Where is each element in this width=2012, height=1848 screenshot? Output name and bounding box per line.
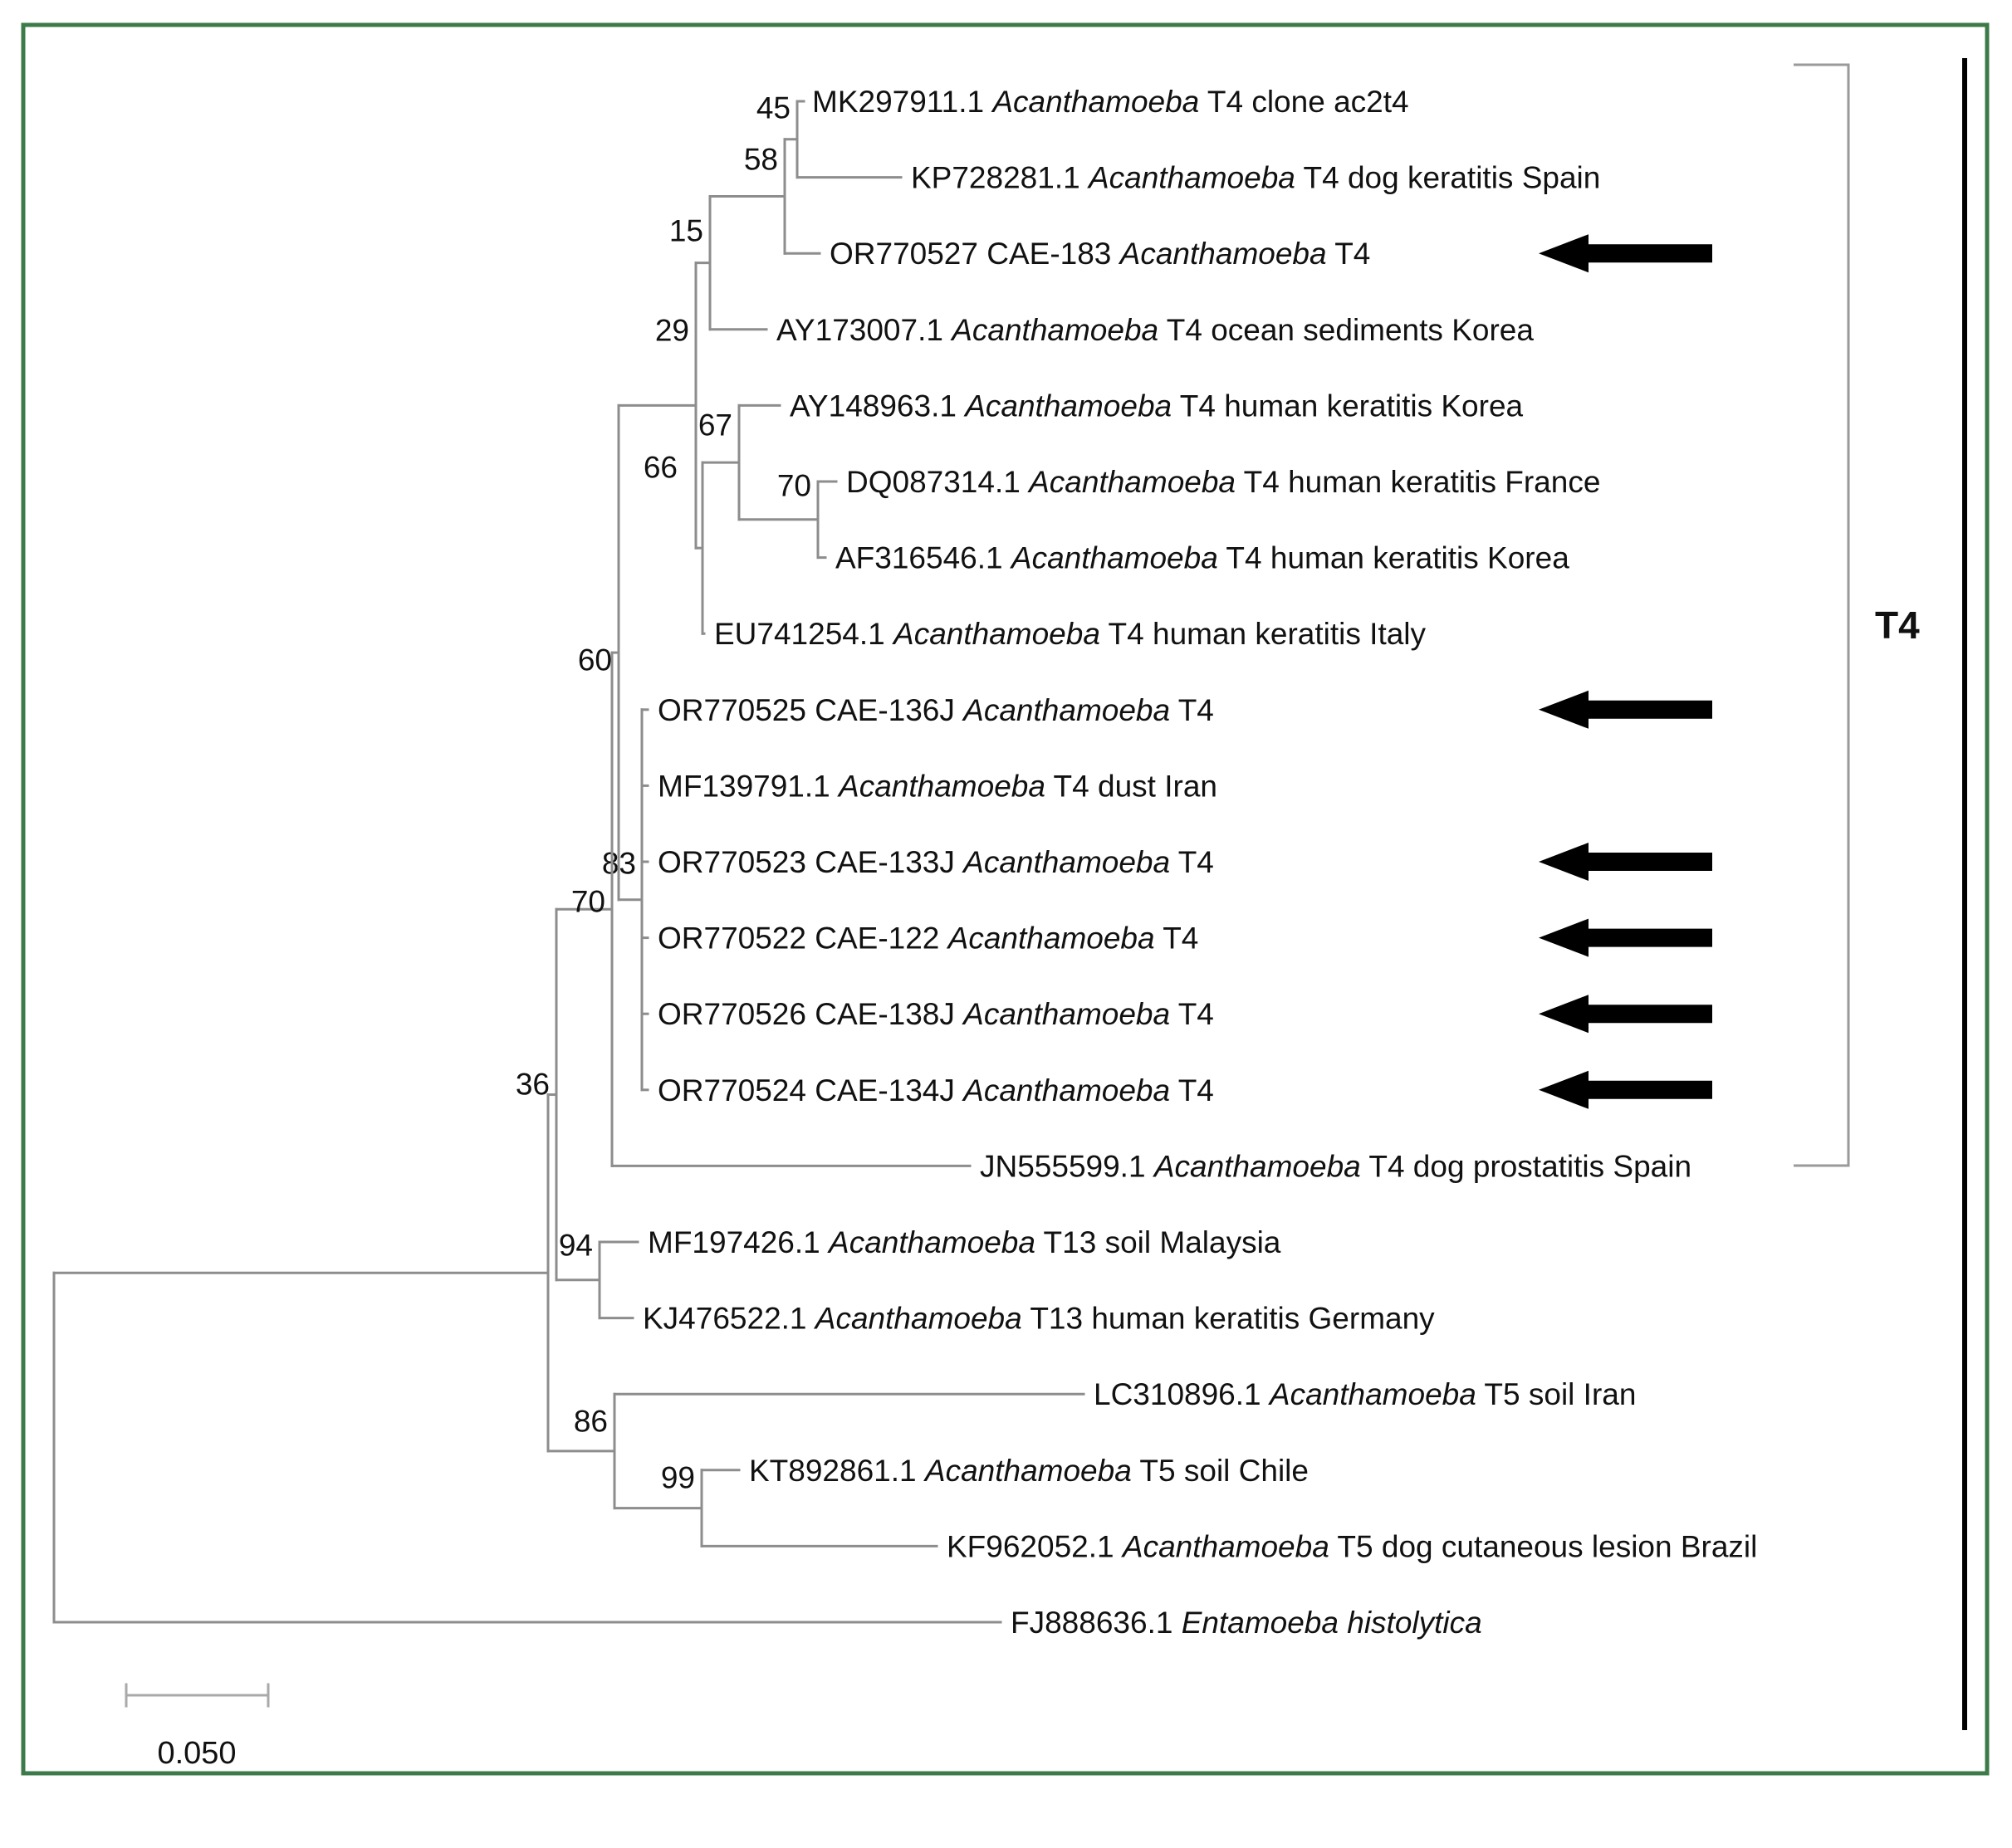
taxon-label-LC: LC310896.1 Acanthamoeba T5 soil Iran — [1094, 1377, 1636, 1411]
clade-bracket — [1794, 63, 1850, 1167]
highlight-arrow-icon — [1539, 843, 1712, 881]
taxon-label-KF: KF962052.1 Acanthamoeba T5 dog cutaneous… — [947, 1529, 1757, 1563]
taxon-label-OR524: OR770524 CAE-134J Acanthamoeba T4 — [658, 1073, 1214, 1107]
bootstrap-label: 70 — [777, 469, 811, 503]
taxon-label-DQ: DQ087314.1 Acanthamoeba T4 human keratit… — [846, 465, 1600, 499]
bootstrap-label: 86 — [574, 1405, 608, 1439]
clade-label-t4: T4 — [1875, 604, 1920, 647]
taxon-label-MF13: MF139791.1 Acanthamoeba T4 dust Iran — [658, 769, 1217, 803]
highlight-arrow-icon — [1539, 690, 1712, 729]
taxon-label-MK: MK297911.1 Acanthamoeba T4 clone ac2t4 — [812, 85, 1409, 119]
taxon-label-AY17: AY173007.1 Acanthamoeba T4 ocean sedimen… — [776, 312, 1534, 346]
taxon-label-AY14: AY148963.1 Acanthamoeba T4 human keratit… — [790, 389, 1524, 423]
taxon-label-OR523: OR770523 CAE-133J Acanthamoeba T4 — [658, 845, 1214, 879]
taxon-label-OR527: OR770527 CAE-183 Acanthamoeba T4 — [830, 237, 1370, 271]
highlight-arrow-icon — [1539, 234, 1712, 273]
taxon-label-KJ: KJ476522.1 Acanthamoeba T13 human kerati… — [643, 1301, 1435, 1335]
taxon-label-JN: JN555599.1 Acanthamoeba T4 dog prostatit… — [980, 1149, 1691, 1183]
taxon-label-KP: KP728281.1 Acanthamoeba T4 dog keratitis… — [911, 160, 1600, 194]
bootstrap-label: 58 — [744, 143, 778, 177]
taxon-label-KT: KT892861.1 Acanthamoeba T5 soil Chile — [749, 1453, 1309, 1487]
bootstrap-label: 60 — [578, 643, 612, 677]
taxon-label-OR525: OR770525 CAE-136J Acanthamoeba T4 — [658, 692, 1214, 726]
figure-border — [21, 22, 1990, 1776]
bootstrap-label: 45 — [756, 91, 791, 125]
taxon-label-AF: AF316546.1 Acanthamoeba T4 human keratit… — [835, 540, 1569, 574]
highlight-arrow-icon — [1539, 1070, 1712, 1109]
taxon-label-OR526: OR770526 CAE-138J Acanthamoeba T4 — [658, 997, 1214, 1031]
bootstrap-label: 94 — [559, 1229, 593, 1263]
bootstrap-label: 70 — [571, 885, 605, 919]
bootstrap-label: 15 — [669, 214, 703, 248]
bootstrap-label: 36 — [516, 1068, 550, 1102]
scale-bar-label: 0.050 — [157, 1736, 236, 1771]
bootstrap-label: 99 — [661, 1461, 695, 1495]
taxon-label-FJ: FJ888636.1 Entamoeba histolytica — [1011, 1606, 1482, 1640]
bootstrap-label: 66 — [644, 451, 678, 485]
bootstrap-label: 67 — [698, 408, 732, 442]
highlight-arrow-icon — [1539, 918, 1712, 957]
taxon-label-OR522: OR770522 CAE-122 Acanthamoeba T4 — [658, 921, 1198, 955]
taxon-label-MF19: MF197426.1 Acanthamoeba T13 soil Malaysi… — [648, 1225, 1281, 1259]
highlight-arrow-icon — [1539, 995, 1712, 1034]
bootstrap-label: 29 — [655, 314, 689, 348]
taxon-label-EU: EU741254.1 Acanthamoeba T4 human keratit… — [714, 617, 1427, 651]
